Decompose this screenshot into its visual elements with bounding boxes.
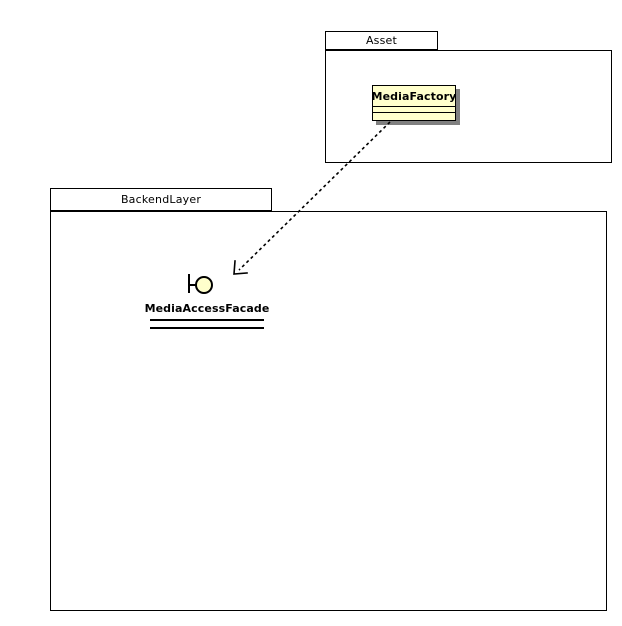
interface-attributes-rule: [150, 319, 264, 321]
package-backendlayer-tab[interactable]: BackendLayer: [50, 188, 272, 211]
package-asset-tab[interactable]: Asset: [325, 31, 438, 50]
interface-stem-icon: [189, 284, 198, 286]
class-mediafactory-attributes: [373, 107, 455, 113]
package-asset-label: Asset: [365, 34, 398, 47]
package-backendlayer-label: BackendLayer: [120, 193, 202, 206]
interface-socket-icon: [188, 274, 190, 293]
class-mediafactory[interactable]: MediaFactory: [372, 85, 460, 125]
interface-mediaaccessfacade-label: MediaAccessFacade: [144, 302, 270, 315]
interface-circle-icon: [195, 276, 213, 294]
class-mediafactory-name: MediaFactory: [372, 86, 456, 107]
interface-operations-rule: [150, 327, 264, 329]
package-backendlayer-body[interactable]: [50, 211, 607, 611]
class-mediafactory-box[interactable]: MediaFactory: [372, 85, 456, 121]
